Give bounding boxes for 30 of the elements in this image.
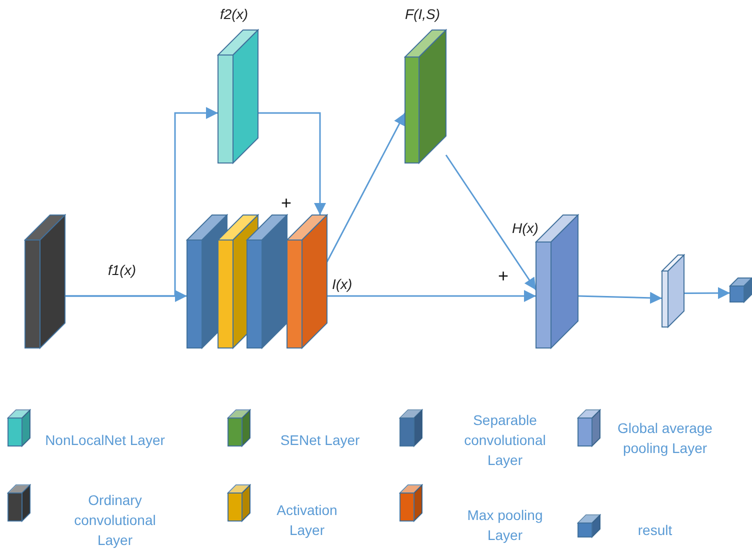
layer-block	[662, 255, 684, 327]
arrow	[258, 112, 326, 215]
layer-block	[536, 215, 578, 348]
arrow	[327, 290, 536, 302]
layer-block	[25, 215, 65, 348]
layer-block	[287, 215, 327, 348]
layer-block	[247, 215, 287, 348]
legend-label: Activation Layer	[276, 501, 338, 540]
edge-label: f1(x)	[108, 262, 136, 278]
legend-label: Ordinary convolutional Layer	[73, 491, 157, 550]
edge-label: I(x)	[332, 276, 352, 292]
legend-label: result	[636, 521, 674, 540]
arrow	[445, 154, 537, 290]
arrow	[326, 112, 406, 262]
arrow	[65, 107, 218, 297]
arrow	[578, 292, 662, 304]
layer-label: f2(x)	[220, 6, 248, 22]
legend-label: Separable convolutional Layer	[463, 411, 547, 470]
plus-sign: +	[281, 193, 292, 214]
layer-block	[405, 30, 446, 163]
legend-label: Max pooling Layer	[466, 506, 544, 545]
arrow	[684, 287, 730, 300]
layer-block	[730, 278, 752, 302]
plus-sign: +	[498, 266, 509, 287]
legend-label: SENet Layer	[279, 431, 361, 450]
layer-block	[218, 30, 258, 163]
legend-label: Global average pooling Layer	[616, 419, 714, 458]
layer-label: H(x)	[512, 220, 538, 236]
layer-label: F(I,S)	[405, 6, 440, 22]
legend-label: NonLocalNet Layer	[44, 431, 166, 450]
